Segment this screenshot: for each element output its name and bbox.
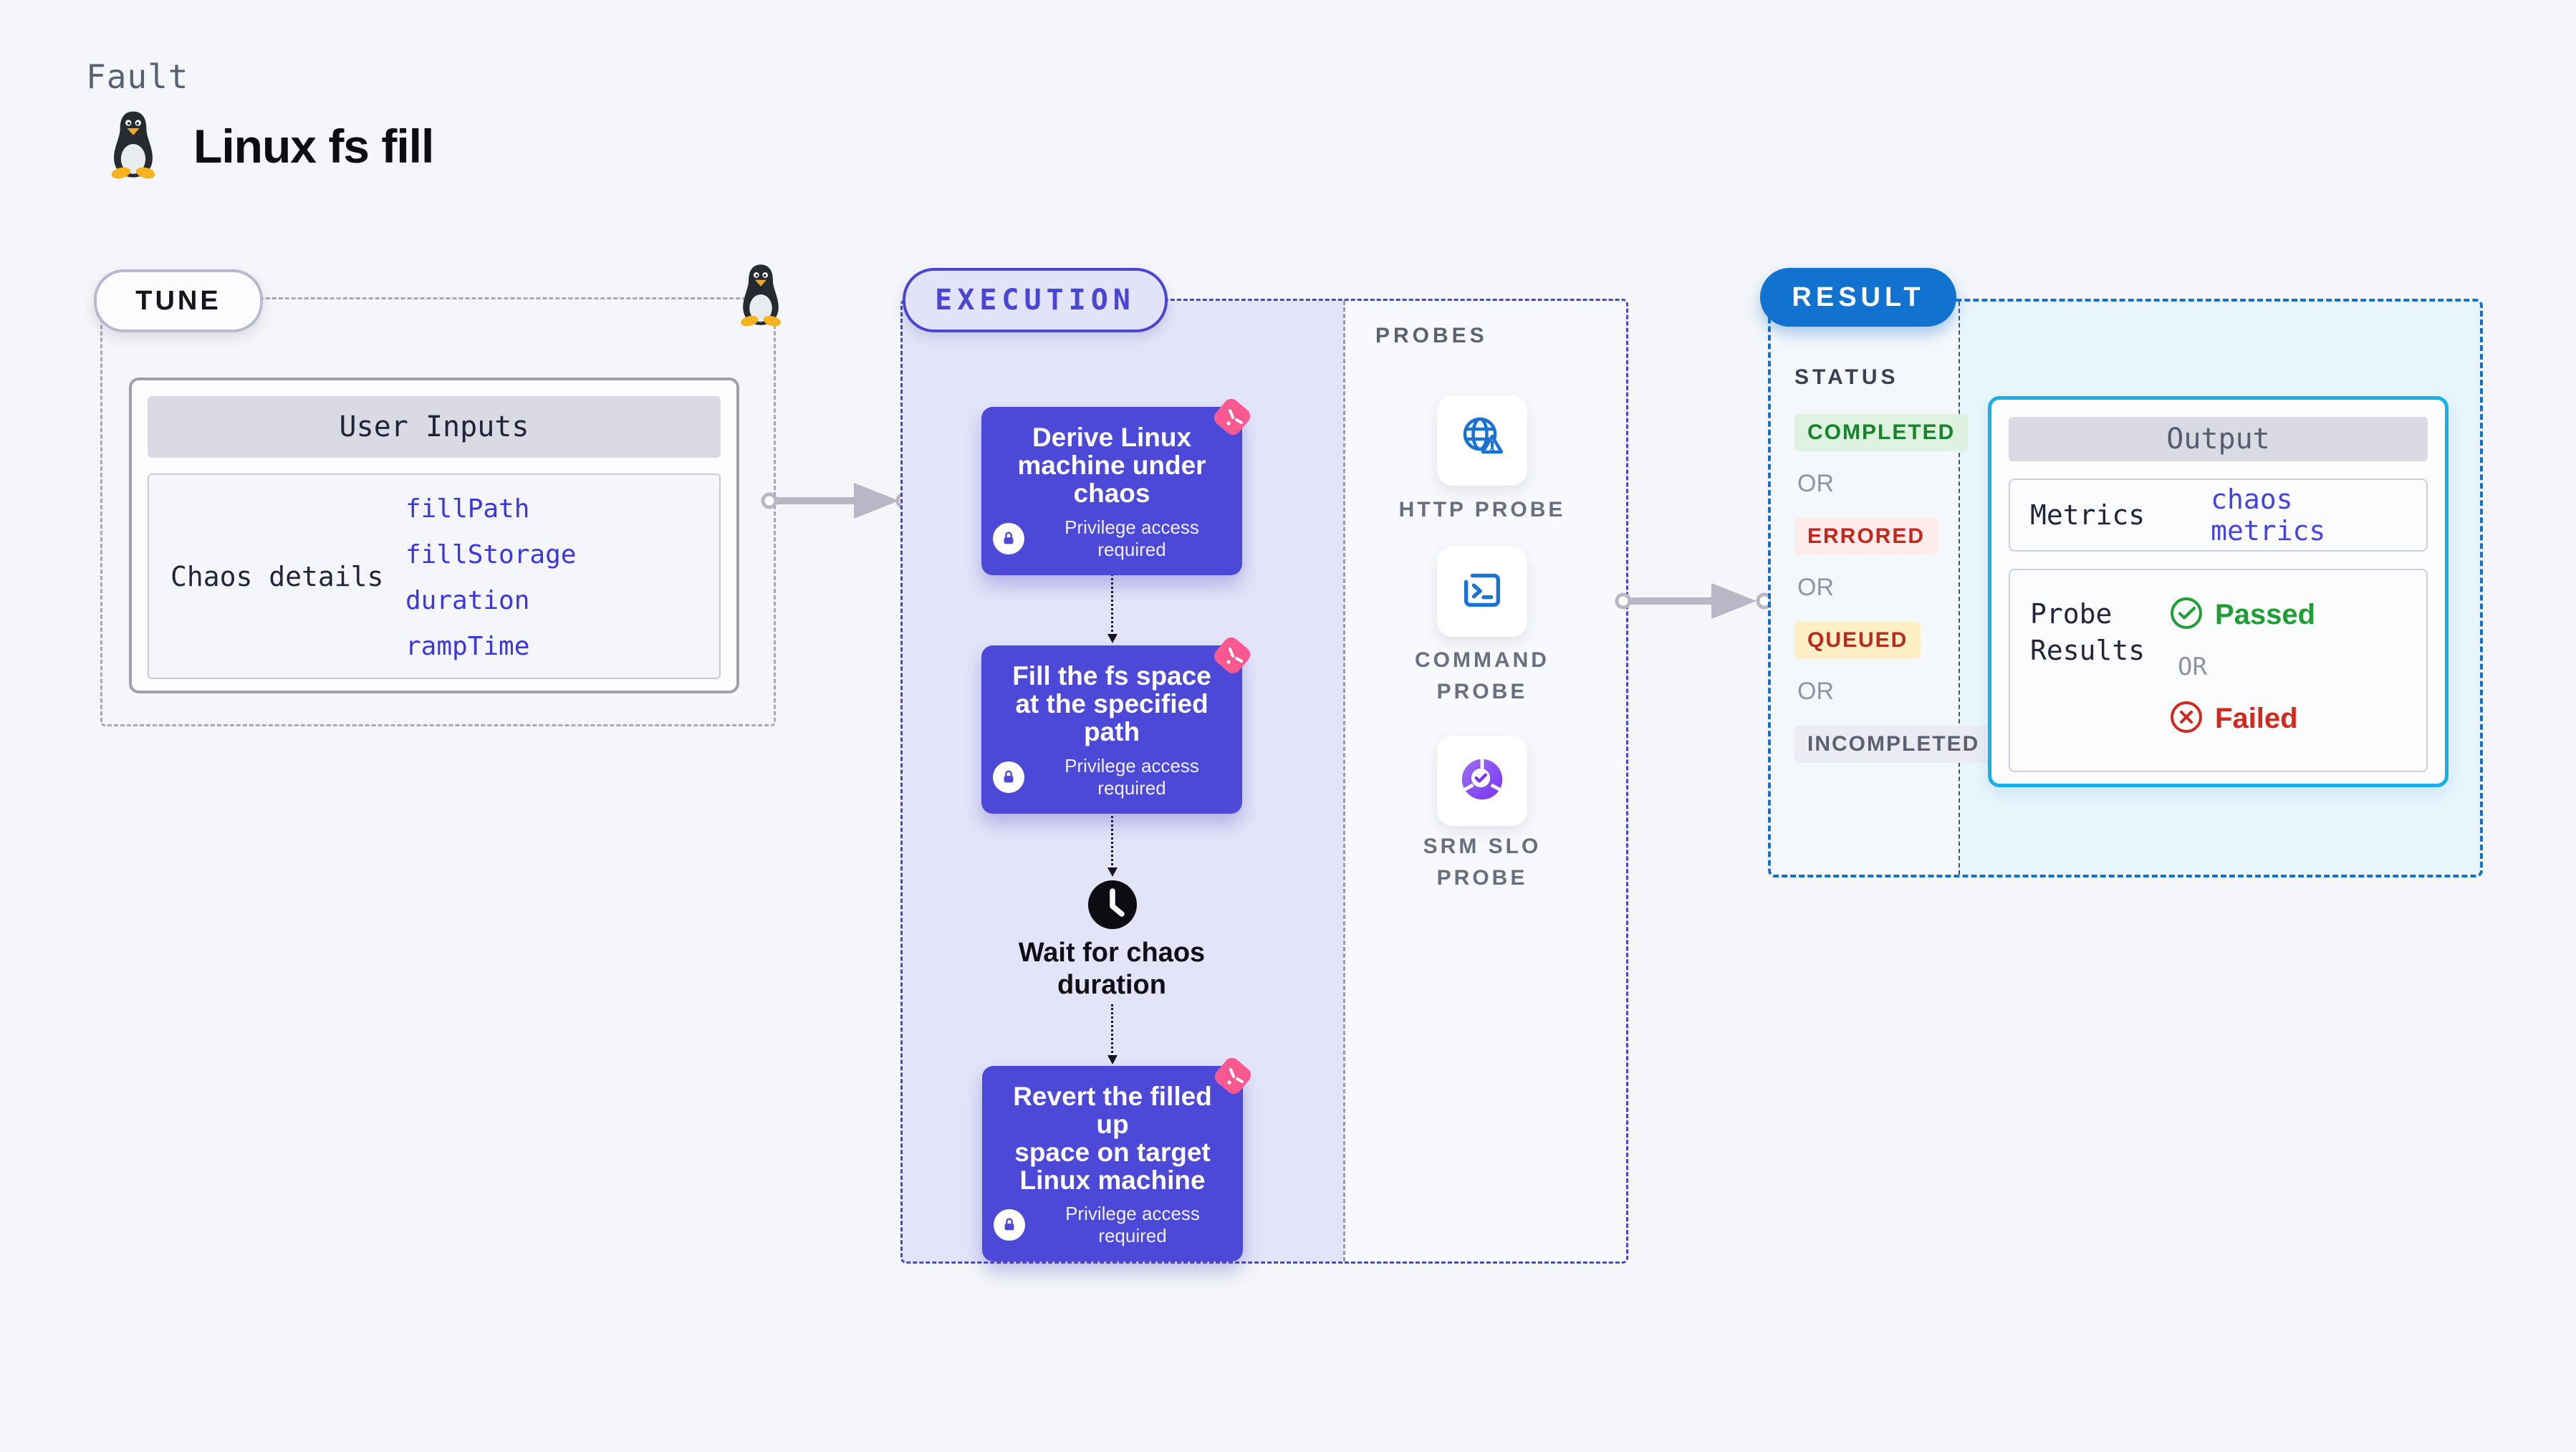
command-probe-card <box>1437 547 1527 637</box>
privilege-note: Privilege access required <box>1064 754 1199 799</box>
fault-eyebrow: Fault <box>86 57 189 96</box>
command-probe-label: COMMAND PROBE <box>1415 648 1549 703</box>
chaos-scar-icon <box>1209 633 1255 678</box>
privilege-row: Privilege access required <box>993 755 1231 799</box>
probe-results-values: Passed OR Failed <box>2169 596 2315 745</box>
user-inputs-body: Chaos details fillPath fillStorage durat… <box>148 473 721 679</box>
status-badge-queued: QUEUED <box>1794 622 1921 659</box>
execution-badge: EXECUTION <box>903 268 1168 332</box>
tune-badge: TUNE <box>94 269 263 332</box>
param-fillstorage[interactable]: fillStorage <box>405 540 577 569</box>
passed-label: Passed <box>2215 599 2316 630</box>
failed-row: Failed <box>2169 700 2298 738</box>
page-title: Linux fs fill <box>193 119 434 173</box>
chaos-details-label: Chaos details <box>170 560 384 592</box>
status-label: STATUS <box>1794 365 1899 389</box>
status-column: STATUS COMPLETED OR ERRORED OR QUEUED OR… <box>1794 365 1993 763</box>
step-revert-space: Revert the filled up space on target Lin… <box>982 1057 1251 1262</box>
user-inputs-card: User Inputs Chaos details fillPath fillS… <box>129 378 739 693</box>
privilege-row: Privilege access required <box>993 516 1231 561</box>
output-or: OR <box>2178 653 2207 681</box>
user-inputs-title: User Inputs <box>148 396 721 458</box>
probe-results-label: Probe Results <box>2030 598 2145 667</box>
lock-icon <box>993 761 1024 793</box>
param-ramptime[interactable]: rampTime <box>405 632 530 661</box>
status-badge-completed: COMPLETED <box>1794 414 1969 451</box>
linux-penguin-icon <box>105 109 162 183</box>
lock-icon <box>994 1209 1025 1241</box>
privilege-note: Privilege access required <box>1064 516 1199 560</box>
tune-section-box <box>100 297 776 726</box>
http-probe-label: HTTP PROBE <box>1398 498 1566 521</box>
chaos-metrics-link[interactable]: chaos metrics <box>2211 484 2326 547</box>
execution-to-result-arrow <box>1614 580 1773 625</box>
passed-row: Passed <box>2169 596 2315 634</box>
param-list: fillPath fillStorage duration rampTime <box>405 496 576 660</box>
result-badge: RESULT <box>1760 268 1956 327</box>
check-circle-icon <box>2169 596 2203 634</box>
step-fill-fs: Fill the fs space at the specified path … <box>981 637 1251 814</box>
wait-label: Wait for chaos duration <box>1018 938 1206 1000</box>
step-derive-machine: Derive Linux machine under chaos Privile… <box>981 398 1251 575</box>
status-badge-incompleted: INCOMPLETED <box>1794 726 1993 763</box>
flow-connector <box>1107 1004 1118 1064</box>
chaos-scar-icon <box>1210 1053 1256 1099</box>
x-circle-icon <box>2169 700 2203 738</box>
clock-icon <box>1087 879 1138 934</box>
privilege-row: Privilege access required <box>994 1203 1231 1247</box>
failed-label: Failed <box>2215 703 2298 734</box>
status-or: OR <box>1797 678 1834 705</box>
output-title: Output <box>2009 417 2428 461</box>
slo-donut-icon <box>1457 754 1507 808</box>
linux-penguin-icon <box>735 262 787 330</box>
tune-to-execution-arrow <box>761 480 913 525</box>
lock-icon <box>993 522 1024 554</box>
privilege-note: Privilege access required <box>1065 1203 1200 1247</box>
globe-alert-icon <box>1456 413 1509 469</box>
status-or: OR <box>1797 574 1834 601</box>
metrics-row: Metrics chaos metrics <box>2009 479 2428 552</box>
flow-connector <box>1107 544 1118 643</box>
metrics-label: Metrics <box>2030 499 2145 531</box>
http-probe-card <box>1437 395 1527 486</box>
terminal-icon <box>1457 565 1507 619</box>
status-panel <box>1771 302 1959 875</box>
srm-slo-probe-label: SRM SLO PROBE <box>1423 835 1542 890</box>
step-title: Fill the fs space at the specified path <box>1012 661 1211 746</box>
srm-slo-probe-card <box>1437 736 1527 826</box>
chaos-scar-icon <box>1209 394 1255 440</box>
status-or: OR <box>1797 470 1834 497</box>
status-badge-errored: ERRORED <box>1794 518 1938 555</box>
probes-label: PROBES <box>1375 324 1488 347</box>
probe-results-row: Probe Results Passed OR <box>2009 569 2428 772</box>
step-title: Revert the filled up space on target Lin… <box>1013 1082 1212 1195</box>
title-row: Linux fs fill <box>105 109 434 183</box>
param-duration[interactable]: duration <box>405 586 530 615</box>
flow-connector <box>1107 778 1118 877</box>
param-fillpath[interactable]: fillPath <box>405 494 530 524</box>
step-title: Derive Linux machine under chaos <box>1017 423 1206 508</box>
output-card: Output Metrics chaos metrics Probe Resul… <box>1988 396 2448 787</box>
